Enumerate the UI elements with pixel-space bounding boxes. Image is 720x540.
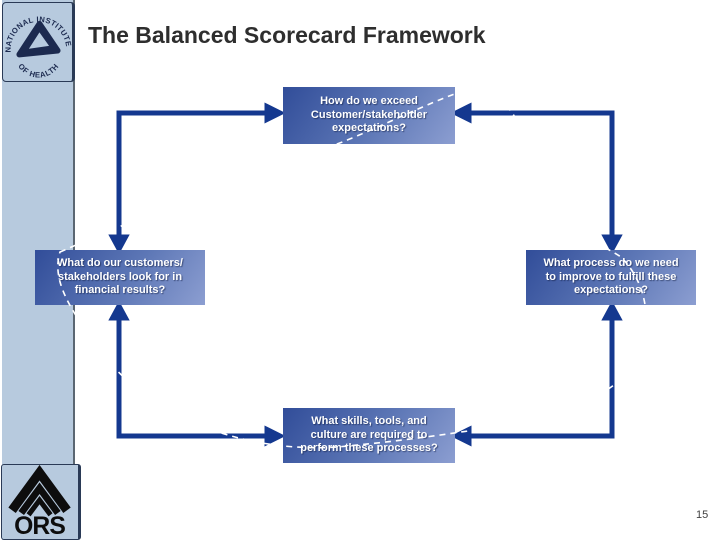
nih-emblem-icon: NATIONAL INSTITUTES OF HEALTH [0,0,73,80]
connector-top-right [469,110,615,237]
ors-logo-icon: ORS [1,464,81,540]
arrowhead-into-right-box-bottom [601,300,623,321]
connector-top-left [116,110,267,237]
arrowhead-into-bottom-box-right [450,425,472,447]
box-financial-text: What do our customers/ stakeholders look… [57,257,183,297]
box-financial-perspective: What do our customers/ stakeholders look… [35,250,205,305]
box-learning-perspective: What skills, tools, and culture are requ… [283,408,455,463]
ors-label: ORS [14,513,65,539]
box-process-text: What process do we need to improve to fu… [543,257,679,297]
ors-chevron-inner [26,495,53,517]
connector-bottom-right [469,318,615,439]
nih-triangle-inner [28,32,50,49]
nih-logo-icon: NATIONAL INSTITUTES OF HEALTH [0,0,75,82]
box-learning-text: What skills, tools, and culture are requ… [300,415,438,455]
ors-emblem-icon: ORS [8,464,71,540]
arrowhead-into-left-box-bottom [108,300,130,321]
svg-text:OF HEALTH: OF HEALTH [16,62,60,80]
arrowhead-into-right-box-top [601,234,623,255]
arrowhead-into-left-box-top [108,234,130,255]
slide-title: The Balanced Scorecard Framework [88,22,486,48]
nih-arc-bottom-text: OF HEALTH [16,62,60,80]
arrowhead-into-top-box-right [450,102,472,124]
box-customer-perspective: How do we exceed Customer/stakeholder ex… [283,87,455,144]
box-customer-text: How do we exceed Customer/stakeholder ex… [310,95,428,135]
ors-chevron-middle [18,482,61,516]
arrowhead-into-top-box-left [264,102,286,124]
box-process-perspective: What process do we need to improve to fu… [526,250,696,305]
page-number: 15 [696,509,709,521]
ors-chevron-outer [8,464,71,513]
arrowhead-into-bottom-box-left [264,425,286,447]
connector-bottom-left [116,318,267,439]
